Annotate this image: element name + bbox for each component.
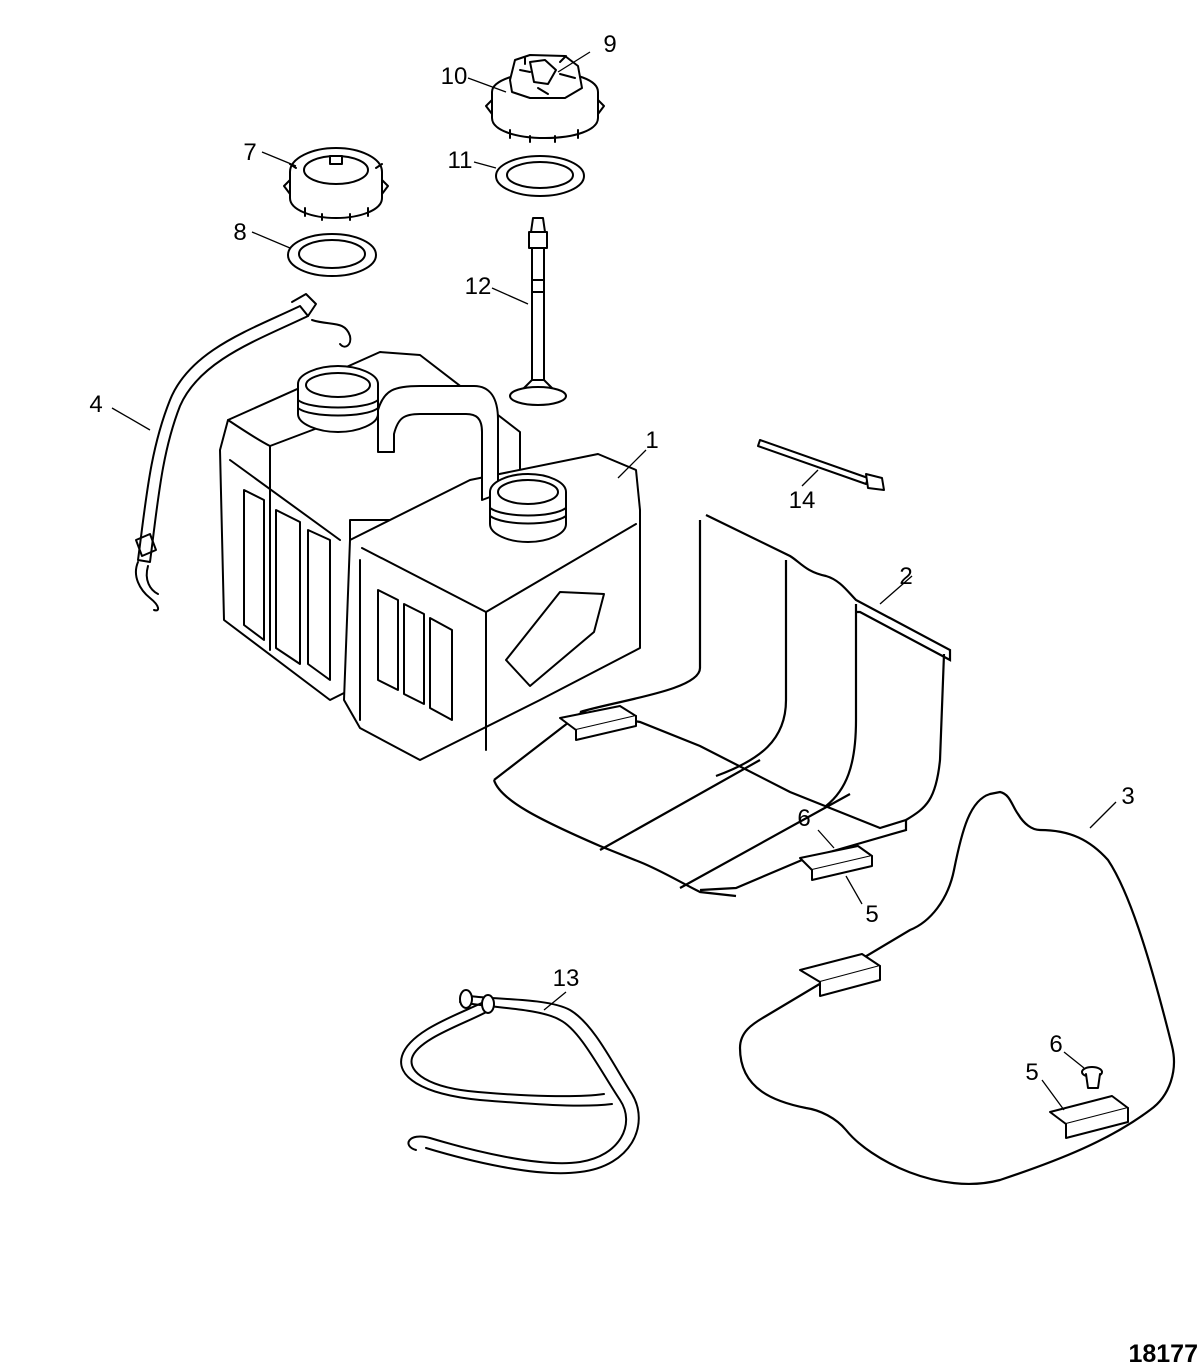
callout-7: 7 bbox=[243, 139, 256, 166]
callout-6a: 6 bbox=[797, 805, 810, 832]
gasket-part-8 bbox=[287, 233, 377, 277]
callout-5b: 5 bbox=[1025, 1059, 1038, 1086]
callout-9: 9 bbox=[603, 31, 616, 58]
strap-part-4 bbox=[134, 293, 352, 612]
callout-13: 13 bbox=[553, 965, 580, 992]
callouts: 1 2 3 4 5 5 6 6 7 8 9 10 11 12 13 14 181… bbox=[89, 31, 1198, 1368]
callout-5a: 5 bbox=[865, 901, 878, 928]
cable-tie-part-14 bbox=[757, 439, 885, 491]
callout-8: 8 bbox=[233, 219, 246, 246]
callout-10: 10 bbox=[441, 63, 468, 90]
fuel-cap-part-7 bbox=[283, 147, 389, 221]
screw-part-6 bbox=[1081, 1066, 1103, 1089]
callout-6b: 6 bbox=[1049, 1031, 1062, 1058]
fuel-line-part-13 bbox=[400, 989, 640, 1175]
fuel-tank-part-1 bbox=[219, 351, 641, 761]
basket-bracket-part-2 bbox=[492, 514, 952, 898]
callout-11: 11 bbox=[448, 147, 473, 174]
gasket-part-11 bbox=[495, 155, 585, 197]
callout-14: 14 bbox=[789, 487, 816, 514]
callout-3: 3 bbox=[1121, 783, 1134, 810]
callout-2: 2 bbox=[899, 563, 912, 590]
callout-1: 1 bbox=[645, 427, 658, 454]
figure-number: 18177 bbox=[1128, 1340, 1198, 1368]
gauge-cap-part bbox=[485, 54, 605, 143]
callout-12: 12 bbox=[465, 273, 492, 300]
wire-bracket-part-3 bbox=[738, 790, 1176, 1185]
pickup-tube-part-12 bbox=[509, 217, 567, 406]
callout-4: 4 bbox=[89, 391, 102, 418]
leader-lines bbox=[111, 51, 1117, 1111]
